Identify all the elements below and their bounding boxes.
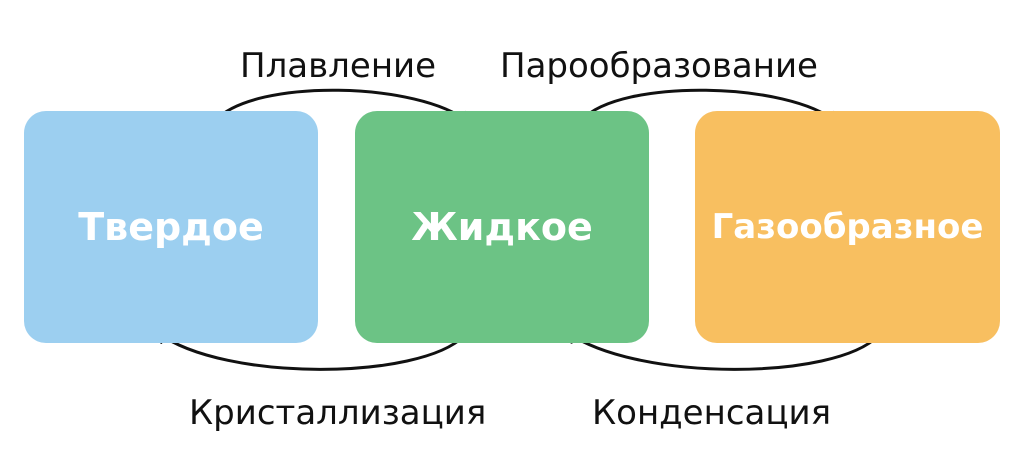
state-gas-label: Газообразное	[711, 207, 984, 247]
state-liquid-label: Жидкое	[411, 205, 593, 249]
transition-condensation-label: Конденсация	[592, 393, 832, 433]
state-solid-box: Твердое	[24, 111, 318, 343]
transition-vaporization-label: Парообразование	[500, 46, 818, 86]
transition-melting-label: Плавление	[240, 46, 437, 86]
state-gas-box: Газообразное	[695, 111, 1000, 343]
state-liquid-box: Жидкое	[355, 111, 649, 343]
arrow-crystallization	[158, 333, 466, 371]
arrow-condensation	[568, 333, 880, 371]
arrow-melting	[214, 88, 468, 122]
state-solid-label: Твердое	[78, 205, 264, 249]
transition-crystallization-label: Кристаллизация	[189, 393, 487, 433]
arrow-vaporization	[580, 88, 836, 122]
